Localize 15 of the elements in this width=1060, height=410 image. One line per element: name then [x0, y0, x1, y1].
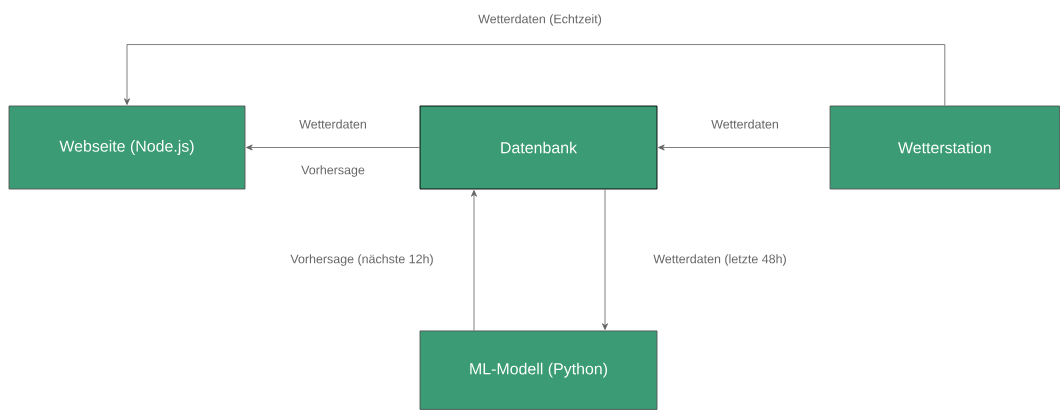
text-label: Vorhersage: [300, 164, 366, 178]
arrow: [658, 144, 830, 151]
edge-label: Wetterdaten (Echtzeit): [477, 13, 603, 27]
edge-label: Wetterdaten (letzte 48h): [652, 253, 788, 267]
arrow: [246, 144, 420, 151]
arrow: [602, 189, 608, 330]
arrow: [471, 190, 477, 331]
arrow: [124, 44, 946, 106]
process-box: Wetterstation: [829, 105, 1060, 190]
edge-label: Vorhersage (nächste 12h): [289, 253, 435, 267]
edge-label: Wetterdaten: [710, 118, 780, 130]
process-box: Webseite (Node.js): [8, 105, 246, 190]
process-box: ML-Modell (Python): [419, 330, 658, 410]
edge-label: Wetterdaten: [298, 118, 368, 130]
process-box: Datenbank: [419, 105, 658, 190]
